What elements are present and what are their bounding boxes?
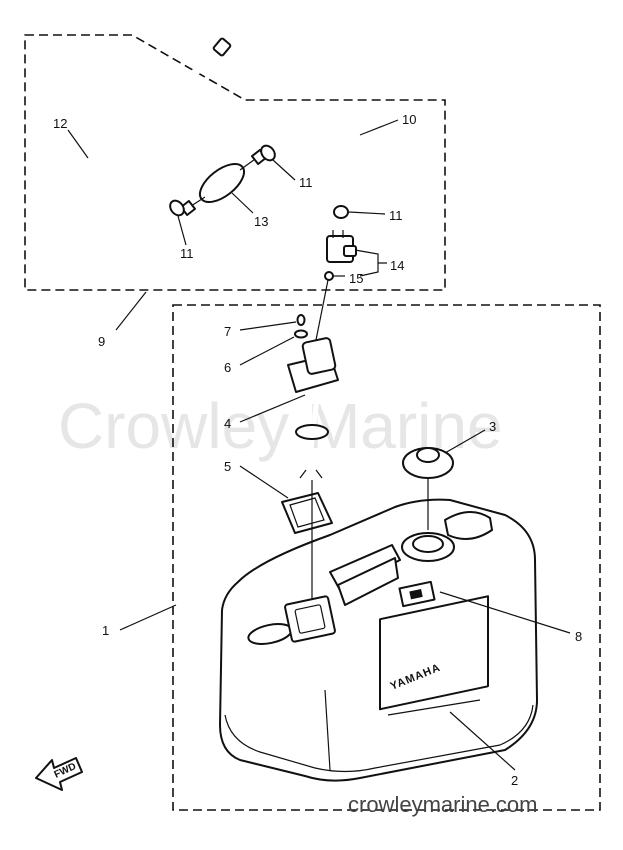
hose-clamp-right <box>260 144 276 162</box>
site-url: crowleymarine.com <box>348 792 538 817</box>
callout-10: 10 <box>402 112 416 127</box>
callout-11-center: 11 <box>299 175 313 190</box>
leader-2 <box>449 711 516 771</box>
leader-5 <box>239 465 289 499</box>
leader-12 <box>67 129 89 159</box>
fuel-joint <box>326 230 357 263</box>
leader-4 <box>239 394 306 423</box>
hose-end-connector <box>212 37 232 57</box>
leader-9 <box>115 291 147 331</box>
leader-6 <box>239 336 295 366</box>
leader-10 <box>359 119 399 136</box>
hose-clamp-lower <box>333 205 349 219</box>
fuel-hose-bent <box>321 110 362 196</box>
callout-6: 6 <box>224 360 231 375</box>
joint-to-gauge-guide <box>314 279 329 346</box>
o-ring <box>324 271 334 281</box>
leader-14 <box>354 249 387 277</box>
hose-short-segment <box>281 119 317 149</box>
callout-11-left: 11 <box>180 246 194 261</box>
callout-14: 14 <box>390 258 404 273</box>
callout-11-right: 11 <box>389 208 403 223</box>
leader-11b <box>272 159 296 181</box>
tank-label-panel <box>379 595 489 711</box>
tank-assembly-boundary <box>172 304 601 811</box>
caution-label <box>398 580 436 608</box>
leader-11a <box>177 215 187 246</box>
leader-3 <box>444 429 486 454</box>
fuel-hose-long <box>66 48 217 227</box>
fuel-tank: YAMAHA <box>219 498 538 782</box>
forward-direction-arrow: FWD <box>35 757 83 791</box>
leader-7 <box>239 321 297 331</box>
callout-5: 5 <box>224 459 231 474</box>
callout-2: 2 <box>511 773 518 788</box>
filler-cap <box>402 447 454 530</box>
leader-13 <box>231 192 254 214</box>
screw <box>296 314 306 326</box>
primer-bulb <box>179 148 268 217</box>
callout-1: 1 <box>102 623 109 638</box>
callout-15: 15 <box>349 271 363 286</box>
callout-8: 8 <box>575 629 582 644</box>
filler-neck <box>401 532 455 562</box>
callout-9: 9 <box>98 334 105 349</box>
callout-13: 13 <box>254 214 268 229</box>
washer <box>294 329 308 339</box>
tank-handle <box>329 544 401 606</box>
callout-7: 7 <box>224 324 231 339</box>
callout-4: 4 <box>224 416 231 431</box>
callout-12: 12 <box>53 116 67 131</box>
hose-kit-boundary <box>24 34 446 291</box>
leader-1 <box>119 604 177 631</box>
gauge-base-plate <box>284 595 336 643</box>
fuel-gauge-unit <box>287 337 339 600</box>
callout-3: 3 <box>489 419 496 434</box>
leader-8 <box>439 591 571 634</box>
hose-clamp-left <box>169 199 185 217</box>
gasket <box>281 492 333 534</box>
tank-vent-knob <box>444 511 493 540</box>
leader-11c <box>348 211 386 215</box>
